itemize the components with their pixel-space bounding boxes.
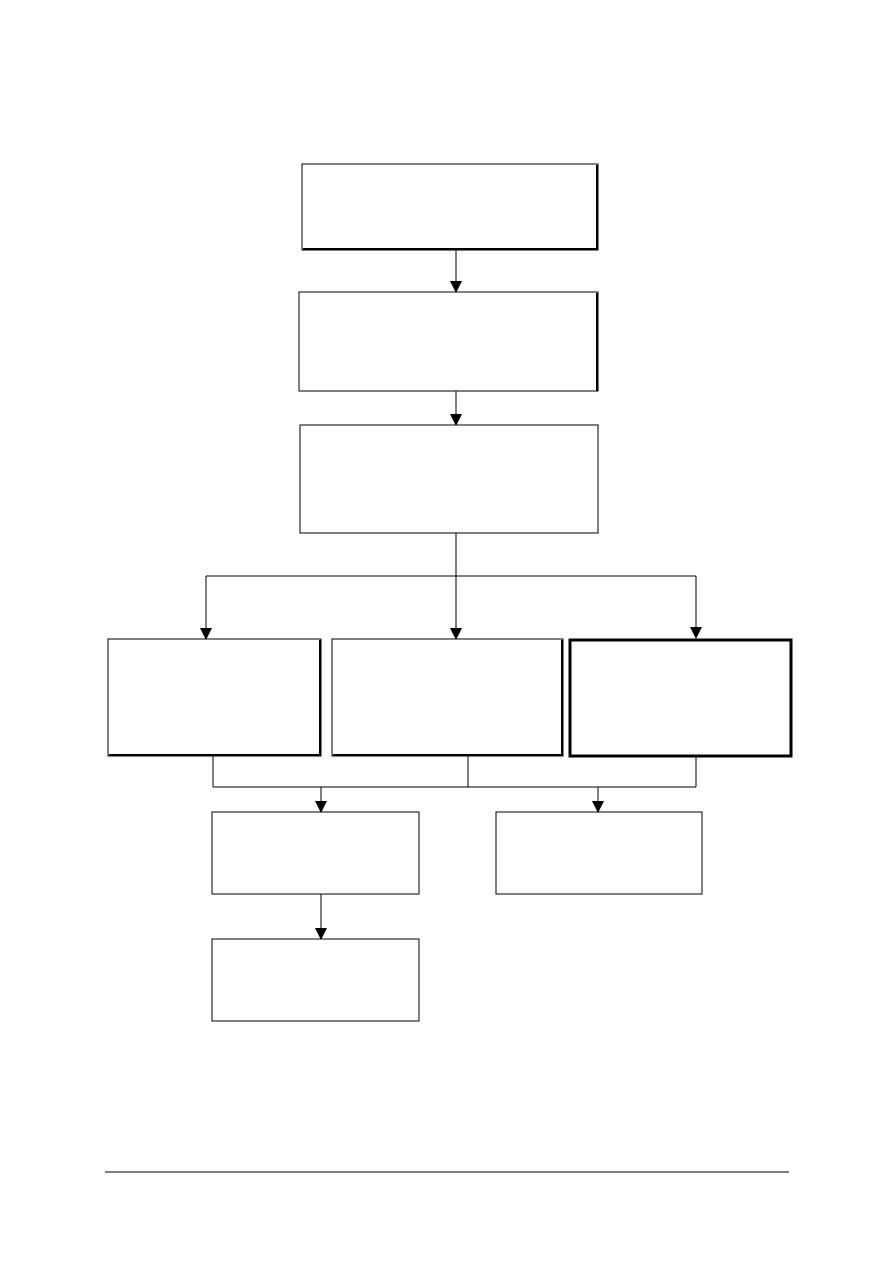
- process-box-7: [211, 811, 420, 895]
- process-box-1: [301, 163, 599, 251]
- process-box-3: [299, 424, 599, 534]
- process-box-2: [298, 291, 599, 392]
- process-box-6-emphasized: [568, 638, 793, 758]
- connectors: [200, 250, 702, 940]
- process-box-4: [107, 638, 322, 757]
- process-box-5: [331, 638, 564, 757]
- nodes: [107, 163, 793, 1022]
- process-box-8: [495, 811, 703, 895]
- process-box-9: [211, 938, 420, 1022]
